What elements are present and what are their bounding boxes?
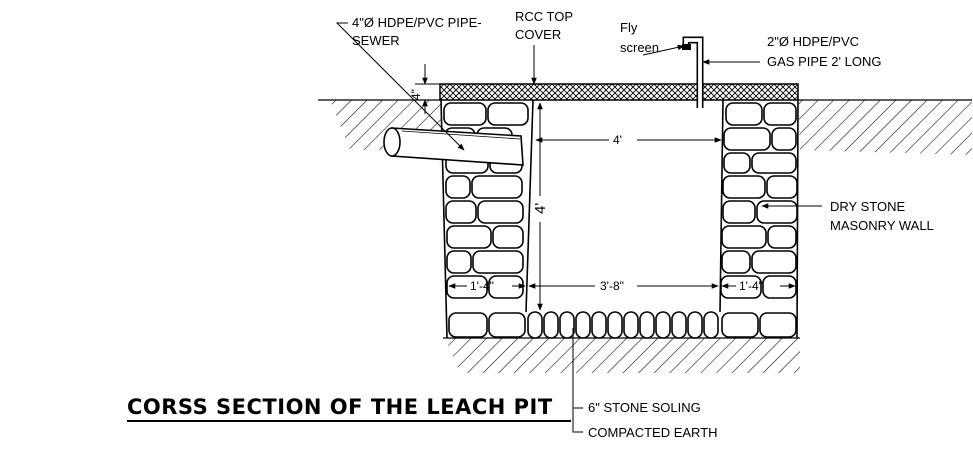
label-gas-line2: GAS PIPE 2' LONG xyxy=(767,54,881,69)
label-fly-line1: Fly xyxy=(620,20,638,35)
masonry-stone xyxy=(771,127,797,151)
label-rcc-line1: RCC TOP xyxy=(515,9,573,24)
label-wall-line2: MASONRY WALL xyxy=(830,218,934,233)
annotation-labels: 4"Ø HDPE/PVC PIPE- SEWER RCC TOP COVER F… xyxy=(352,9,934,440)
masonry-stone xyxy=(492,225,524,249)
label-stone-soling: 6" STONE SOLING xyxy=(588,400,701,415)
masonry-stone xyxy=(446,250,472,274)
masonry-stone xyxy=(721,250,751,274)
label-wall-line1: DRY STONE xyxy=(830,199,905,214)
masonry-stone xyxy=(721,225,767,249)
label-sewer-pipe-line2: SEWER xyxy=(352,33,400,48)
masonry-stone xyxy=(543,311,559,339)
label-fly-line2: screen xyxy=(620,40,659,55)
rcc-top-cover xyxy=(439,83,799,101)
label-compacted-earth: COMPACTED EARTH xyxy=(588,425,718,440)
masonry-stone xyxy=(477,200,524,224)
masonry-stone xyxy=(687,311,703,339)
dim-right-wall: 1'-4" xyxy=(739,279,763,293)
masonry-stone xyxy=(591,311,607,339)
masonry-stone xyxy=(527,311,543,339)
masonry-stone xyxy=(723,152,751,174)
masonry-stone xyxy=(445,200,477,224)
masonry-stone xyxy=(575,311,591,339)
masonry-stone xyxy=(607,311,623,339)
dimension-lines xyxy=(415,64,796,311)
dim-top-width: 4' xyxy=(613,133,622,147)
masonry-stone xyxy=(448,312,488,338)
sewer-pipe xyxy=(383,127,524,166)
ground-hatch xyxy=(318,99,972,373)
dim-bottom-width: 3'-8" xyxy=(600,279,624,293)
masonry-stone xyxy=(639,311,655,339)
masonry-stone xyxy=(488,275,524,299)
masonry-stone xyxy=(722,175,766,199)
masonry-stone xyxy=(767,225,797,249)
gas-pipe xyxy=(682,36,704,108)
label-gas-line1: 2"Ø HDPE/PVC xyxy=(767,34,859,49)
masonry-stone xyxy=(445,175,471,199)
masonry-stone xyxy=(703,311,719,339)
masonry-stone xyxy=(471,175,523,199)
leader-lines xyxy=(335,22,822,433)
masonry-stone xyxy=(751,152,797,174)
masonry-stone xyxy=(721,312,759,338)
masonry-stone xyxy=(756,200,798,224)
dim-depth: 4' xyxy=(532,203,549,214)
masonry-stone xyxy=(655,311,671,339)
masonry-stone xyxy=(488,312,526,338)
label-rcc-line2: COVER xyxy=(515,27,561,42)
masonry-stone xyxy=(446,275,488,299)
masonry-stone xyxy=(443,102,487,126)
masonry-stone xyxy=(723,127,771,151)
masonry-stone xyxy=(759,312,797,338)
label-sewer-pipe-line1: 4"Ø HDPE/PVC PIPE- xyxy=(352,15,482,30)
masonry-stone xyxy=(751,250,797,274)
masonry-stone xyxy=(472,250,524,274)
masonry-stone xyxy=(623,311,639,339)
masonry-stone xyxy=(722,200,756,224)
masonry-stone xyxy=(487,102,529,126)
masonry-stone xyxy=(446,225,492,249)
dimension-labels: 4' 4' 3'-8" 1'-4" 1'-4" 4" xyxy=(409,89,763,293)
dim-cover-thickness: 4" xyxy=(409,89,423,100)
masonry-stone xyxy=(725,102,763,126)
masonry-stone xyxy=(559,311,575,339)
masonry-stone xyxy=(763,102,797,126)
masonry-stone xyxy=(766,175,798,199)
drawing-title: CORSS SECTION OF THE LEACH PIT xyxy=(127,395,553,419)
dim-left-wall: 1'-4" xyxy=(470,279,494,293)
masonry-stone xyxy=(671,311,687,339)
masonry-stone xyxy=(762,275,797,299)
